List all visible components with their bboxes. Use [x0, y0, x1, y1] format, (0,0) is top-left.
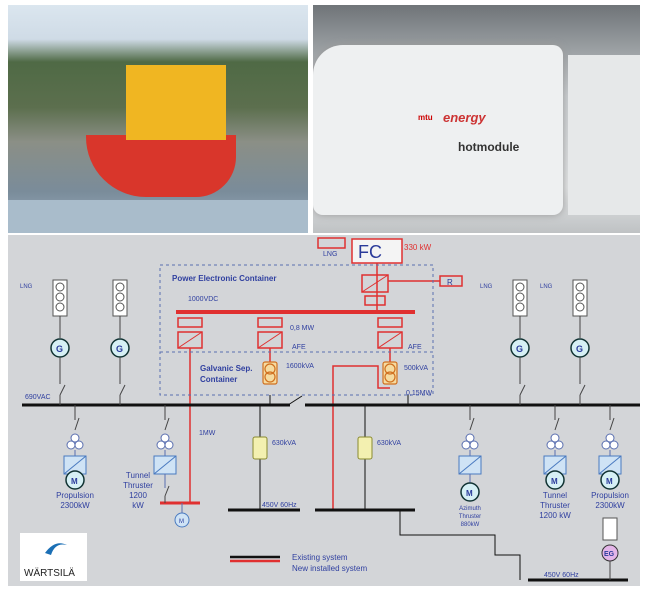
- lng-label: LNG: [20, 284, 33, 290]
- generators: LNG G G LNG G LNG G: [20, 279, 590, 405]
- lng-tank: [602, 517, 618, 541]
- kva500-label: 500kVA: [404, 365, 428, 372]
- kva630-label-2: 630kVA: [377, 440, 401, 447]
- load-label: 2300kW: [595, 501, 625, 510]
- wartsila-logo-box: [20, 533, 87, 581]
- load-label: 880kW: [461, 522, 480, 528]
- galvanic-container: [159, 351, 434, 396]
- motor-label: M: [466, 489, 473, 498]
- water: [8, 200, 308, 233]
- hotmodule-unit: mtu energy hotmodule: [313, 45, 563, 215]
- afe-label-1: AFE: [292, 344, 306, 351]
- afe-label-2: AFE: [408, 344, 422, 351]
- motor-label: M: [71, 477, 78, 486]
- motor-circle: [174, 512, 190, 528]
- brand-label: energy: [443, 110, 486, 125]
- ac-bus-label: 690VAC: [25, 394, 51, 401]
- lng-tank-box: [317, 237, 346, 249]
- load-label: Thruster: [540, 501, 570, 510]
- fc-label: FC: [358, 242, 382, 262]
- pec-title: Power Electronic Container: [172, 274, 276, 283]
- generator: G: [110, 279, 130, 405]
- generator: LNG G: [540, 279, 590, 405]
- kva630-label-1: 630kVA: [272, 440, 296, 447]
- mw1-label: 1MW: [199, 430, 216, 437]
- load-label: Tunnel: [126, 471, 150, 480]
- load-label: 1200 kW: [539, 511, 571, 520]
- model-label: hotmodule: [458, 140, 520, 154]
- load-label: Thruster: [123, 481, 153, 490]
- wartsila-logo: WÄRTSILÄ: [24, 567, 75, 579]
- load-label: Thruster: [459, 514, 481, 520]
- ship-photo: [8, 5, 308, 233]
- motor-label: M: [606, 477, 613, 486]
- generator-label: G: [56, 344, 63, 354]
- cabinet: [568, 55, 640, 215]
- motor-label: M: [179, 519, 184, 525]
- motor-circle: [545, 470, 565, 490]
- motor-circle: [65, 470, 85, 490]
- generator-label: G: [116, 344, 123, 354]
- r-label: R: [447, 278, 453, 287]
- lng-label: LNG: [480, 284, 493, 290]
- motor-label: M: [551, 477, 558, 486]
- dc-bus-label: 1000VDC: [188, 296, 218, 303]
- ship-superstructure: [126, 65, 226, 140]
- lv-bus-label-1: 450V 60Hz: [262, 502, 297, 509]
- engine-photo: mtu energy hotmodule: [313, 5, 640, 233]
- galvanic-title-2: Container: [200, 375, 237, 384]
- wartsila-logo-icon: [45, 543, 67, 555]
- motor-circle: [460, 482, 480, 502]
- mw08-label: 0,8 MW: [290, 325, 315, 332]
- galvanic-title-1: Galvanic Sep.: [200, 364, 252, 373]
- kva1600-label: 1600kVA: [286, 363, 314, 370]
- motor-circle: [600, 470, 620, 490]
- lv-bus-label-2: 450V 60Hz: [544, 572, 579, 579]
- mtu-logo: mtu: [418, 113, 433, 122]
- dcdc-converter: [361, 274, 389, 293]
- generator: LNG G: [480, 279, 530, 405]
- load-label: Azimuth: [459, 506, 481, 512]
- r-box: [439, 275, 463, 287]
- load-label: 2300kW: [60, 501, 90, 510]
- load-label: kW: [132, 501, 144, 510]
- fc-box: [351, 238, 403, 264]
- load-label: Propulsion: [56, 491, 94, 500]
- legend-existing: Existing system: [292, 553, 348, 562]
- lng-label: LNG: [540, 284, 553, 290]
- legend-new: New installed system: [292, 564, 367, 573]
- generator: LNG G: [20, 279, 70, 405]
- mw015-label: 0,15MW: [406, 390, 432, 397]
- lng-label: LNG: [323, 251, 337, 258]
- load-label: Tunnel: [543, 491, 567, 500]
- loads: MPropulsion2300kWTunnelThruster1200kWMAz…: [56, 405, 629, 580]
- eg-label: EG: [604, 551, 615, 558]
- load-label: 1200: [129, 491, 147, 500]
- fc-power: 330 kW: [404, 243, 432, 252]
- generator-label: G: [576, 344, 583, 354]
- load-label: Propulsion: [591, 491, 629, 500]
- generator-label: G: [516, 344, 523, 354]
